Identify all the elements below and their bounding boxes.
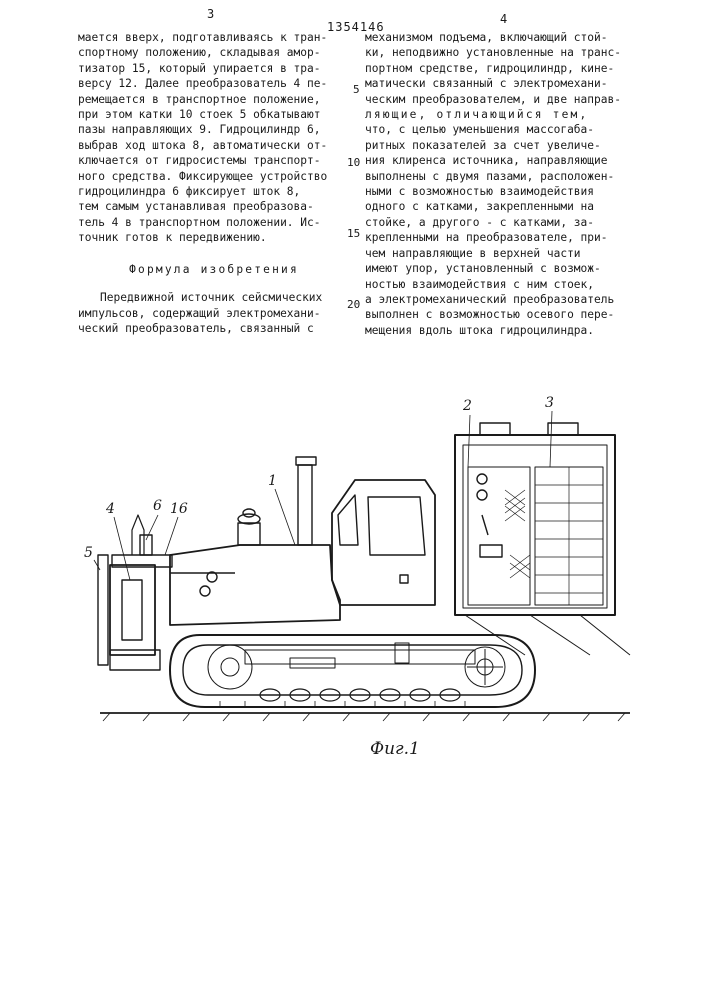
- text-line: ными с возможностью взаимодействия: [365, 184, 645, 199]
- figure-caption: Фиг.1: [370, 739, 420, 759]
- right-column: механизмом подъема, включающий стой- ки,…: [365, 30, 645, 338]
- text-line: ритных показателей за счет увеличе-: [365, 138, 645, 153]
- figure-label: 1: [268, 473, 277, 489]
- text-line: версу 12. Далее преобразователь 4 пе-: [78, 76, 350, 91]
- text-line: ного средства. Фиксирующее устройство: [78, 169, 350, 184]
- figure-label: 5: [84, 545, 93, 561]
- formula-heading: Формула изобретения: [78, 262, 350, 277]
- text-line: тизатор 15, который упирается в тра-: [78, 61, 350, 76]
- text-line: ния клиренса источника, направляющие: [365, 153, 645, 168]
- page-number-left: 3: [207, 7, 214, 21]
- text-line: мается вверх, подготавливаясь к тран-: [78, 30, 350, 45]
- figure-label: 16: [170, 501, 188, 517]
- line-number-15: 15: [347, 227, 360, 240]
- text-line: а электромеханический преобразователь: [365, 292, 645, 307]
- page-number-right: 4: [500, 12, 507, 26]
- text-line: что, с целью уменьшения массогаба-: [365, 122, 645, 137]
- left-paragraph-2: Передвижной источник сейсмических импуль…: [78, 290, 350, 336]
- text-line: стойке, а другого - с катками, за-: [365, 215, 645, 230]
- text-line: одного с катками, закрепленными на: [365, 199, 645, 214]
- text-line: Передвижной источник сейсмических: [78, 290, 350, 305]
- figure-label: 4: [105, 501, 115, 517]
- text-line: матически связанный с электромехани-: [365, 76, 645, 91]
- text-line: спортному положению, складывая амор-: [78, 45, 350, 60]
- text-line: точник готов к передвижению.: [78, 230, 350, 245]
- text-line: импульсов, содержащий электромехани-: [78, 306, 350, 321]
- text-line: имеют упор, установленный с возмож-: [365, 261, 645, 276]
- text-line: ки, неподвижно установленные на транс-: [365, 45, 645, 60]
- vehicle-drawing: 1 2 3 4 5 6 16: [70, 395, 640, 775]
- text-line: ключается от гидросистемы транспорт-: [78, 153, 350, 168]
- figure-label: 6: [153, 498, 162, 514]
- line-number-10: 10: [347, 156, 360, 169]
- left-column: мается вверх, подготавливаясь к тран- сп…: [78, 30, 350, 336]
- text-line: ляющие, отличающийся тем,: [365, 107, 645, 122]
- figure-label: 2: [462, 398, 472, 414]
- text-line: гидроцилиндра 6 фиксирует шток 8,: [78, 184, 350, 199]
- figure-label: 3: [545, 395, 554, 411]
- text-line: выполнены с двумя пазами, расположен-: [365, 169, 645, 184]
- text-line: портном средстве, гидроцилиндр, кине-: [365, 61, 645, 76]
- text-line: ческим преобразователем, и две направ-: [365, 92, 645, 107]
- text-line: ремещается в транспортное положение,: [78, 92, 350, 107]
- line-number-20: 20: [347, 298, 360, 311]
- text-line: тем самым устанавливая преобразова-: [78, 199, 350, 214]
- text-line: механизмом подъема, включающий стой-: [365, 30, 645, 45]
- text-line: крепленными на преобразователе, при-: [365, 230, 645, 245]
- left-paragraph-1: мается вверх, подготавливаясь к тран- сп…: [78, 30, 350, 246]
- text-line: выбрав ход штока 8, автоматически от-: [78, 138, 350, 153]
- text-line: при этом катки 10 стоек 5 обкатывают: [78, 107, 350, 122]
- text-line: ностью взаимодействия с ним стоек,: [365, 277, 645, 292]
- text-line: выполнен с возможностью осевого пере-: [365, 307, 645, 322]
- text-line: ческий преобразователь, связанный с: [78, 321, 350, 336]
- line-number-5: 5: [353, 83, 360, 96]
- text-line: тель 4 в транспортном положении. Ис-: [78, 215, 350, 230]
- text-line: чем направляющие в верхней части: [365, 246, 645, 261]
- text-line: мещения вдоль штока гидроцилиндра.: [365, 323, 645, 338]
- text-line: пазы направляющих 9. Гидроцилиндр 6,: [78, 122, 350, 137]
